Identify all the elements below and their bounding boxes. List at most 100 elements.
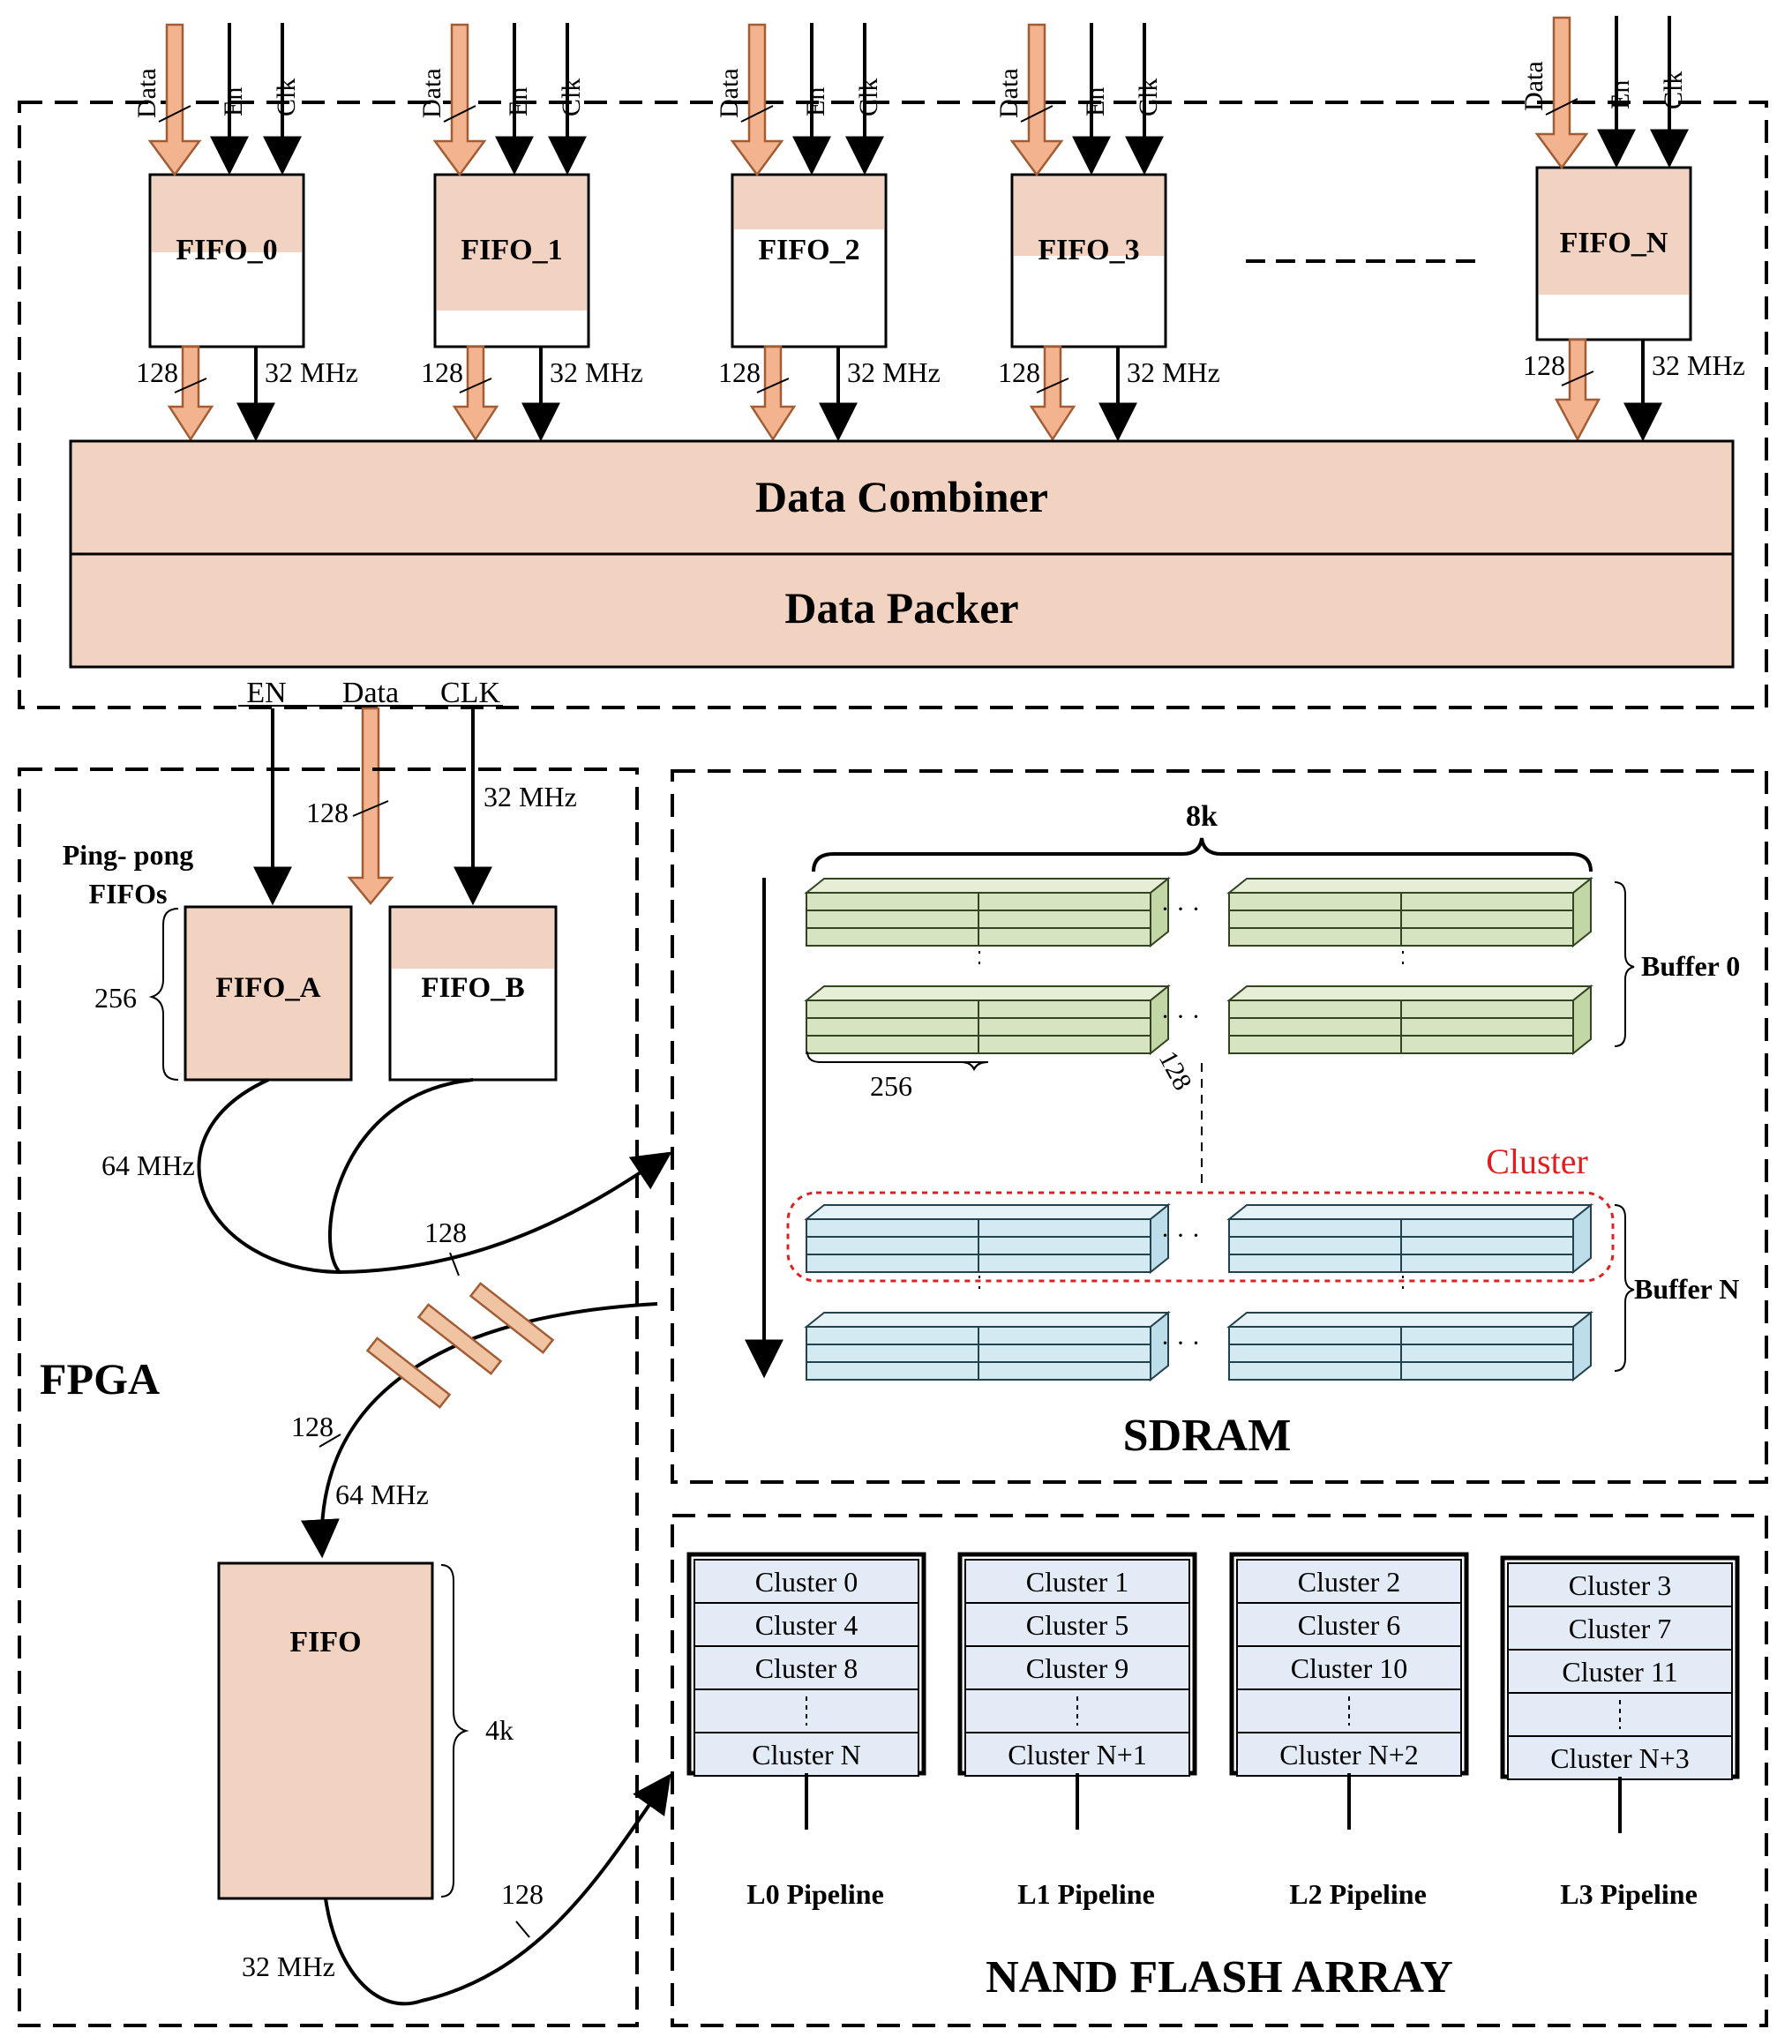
fifo-4k-depth-label: 4k — [485, 1714, 514, 1746]
fifo-output-slash — [459, 378, 492, 393]
fifo-en-input-label: En — [1606, 80, 1635, 109]
merge-width-label: 128 — [424, 1217, 467, 1248]
fifo-en-input-label: En — [504, 87, 533, 116]
nand-row — [1507, 1692, 1733, 1737]
cluster-highlight — [786, 1191, 1615, 1283]
buffer-cell — [806, 910, 979, 929]
cluster-label: Cluster — [1486, 1142, 1588, 1181]
fifo-data-slash — [158, 105, 191, 123]
fifo-label: FIFO_1 — [461, 234, 562, 266]
nand-row — [694, 1688, 919, 1733]
row-ellipsis: · · · — [1161, 895, 1201, 924]
buffer-cell — [806, 1254, 979, 1273]
nand-cluster-label: Cluster 10 — [1291, 1652, 1407, 1684]
fifo-data-output-arrow — [167, 345, 214, 442]
fifo-data-input-arrow — [432, 23, 487, 177]
buffer-cell — [978, 1326, 1151, 1345]
nand-pipeline-label: L1 Pipeline — [1017, 1878, 1155, 1910]
fifo-clk-input-label: Clk — [1134, 79, 1163, 116]
nand-cluster-label: Cluster N+1 — [1008, 1739, 1147, 1771]
buffer-cell — [1228, 1017, 1402, 1037]
bufferN-column-dots — [978, 1276, 1404, 1297]
pingpong-label-1: Ping- pong — [63, 839, 193, 871]
fifo-data-slash — [740, 105, 774, 123]
sdram-label: SDRAM — [1123, 1411, 1292, 1461]
fifo-data-slash — [443, 105, 476, 123]
fifo-output-slash — [174, 378, 207, 393]
fifo-4k — [217, 1561, 434, 1900]
buffer-cell — [978, 927, 1151, 947]
nand-pipeline-label: L0 Pipeline — [746, 1878, 884, 1910]
fifo-clock-label: 32 MHz — [1652, 349, 1745, 381]
fifo-output-slash — [1036, 378, 1069, 393]
fifo-a-label: FIFO_A — [215, 972, 320, 1004]
nand-cluster-label: Cluster 7 — [1569, 1613, 1671, 1644]
data-packer-label: Data Packer — [784, 583, 1018, 633]
buffer-cell — [1400, 892, 1574, 911]
buffer-cell — [978, 1344, 1151, 1363]
nand-row — [694, 1602, 919, 1647]
nand-row — [1236, 1602, 1462, 1647]
nand-row — [1507, 1735, 1733, 1780]
bus-clock-label: 32 MHz — [484, 781, 577, 812]
buffer-cell — [1400, 1361, 1574, 1381]
nand-row — [1236, 1559, 1462, 1604]
nand-cluster-label: Cluster 6 — [1298, 1609, 1400, 1641]
nand-pipeline-label: L2 Pipeline — [1289, 1878, 1427, 1910]
fifo-en-input-label: En — [219, 87, 248, 116]
buffer-cell — [1400, 1035, 1574, 1054]
out-width-slash — [515, 1920, 530, 1938]
cell-width-label: 256 — [870, 1070, 912, 1102]
nand-row — [964, 1559, 1190, 1604]
fifo-a-output-line — [197, 1078, 341, 1274]
fifo-a-depth-brace — [148, 908, 179, 1081]
fifo-label: FIFO_3 — [1038, 234, 1139, 266]
nand-cluster-label: Cluster N+2 — [1279, 1739, 1419, 1771]
fifo-data-input-arrow — [147, 23, 202, 177]
fifo-b-output-line — [328, 1078, 474, 1274]
fifo-data-input-label: Data — [715, 68, 744, 118]
nand-row — [964, 1645, 1190, 1690]
row-ellipsis: · · · — [1161, 1329, 1201, 1358]
cell-depth-label: 128 — [1153, 1046, 1197, 1095]
fifo-width-label: 128 — [718, 356, 761, 388]
nand-cluster-label: Cluster 8 — [755, 1652, 858, 1684]
fifo-output-slash — [756, 378, 790, 393]
buffer-cell — [1400, 1218, 1574, 1238]
buffer-cell — [806, 1326, 979, 1345]
nand-row — [1507, 1606, 1733, 1651]
buffer-cell — [978, 1218, 1151, 1238]
fifo-clk-input-label: Clk — [854, 79, 883, 116]
buffer-cell — [1228, 892, 1402, 911]
buffer-cell — [978, 1254, 1151, 1273]
nand-row — [1236, 1688, 1462, 1733]
buffer-top — [804, 1204, 1171, 1220]
nand-pipeline-label: L3 Pipeline — [1560, 1878, 1698, 1910]
buffer-cell — [806, 892, 979, 911]
fifo-label: FIFO_2 — [758, 234, 859, 266]
bus-data-label: Data — [342, 677, 399, 709]
fifo-data-input-arrow — [1009, 23, 1064, 177]
fifo-data-output-arrow — [452, 345, 499, 442]
fifo-width-label: 128 — [421, 356, 463, 388]
buffer0-brace — [1614, 881, 1635, 1047]
nand-row — [964, 1602, 1190, 1647]
fifo-fill — [1014, 176, 1164, 256]
cell-width-brace-end — [963, 1061, 989, 1070]
fifo-b-label: FIFO_B — [421, 972, 524, 1004]
merge-width-slash — [449, 1252, 460, 1277]
fifo-clock-label: 32 MHz — [550, 356, 643, 388]
out-clock-label: 32 MHz — [242, 1950, 335, 1982]
nand-cluster-label: Cluster 5 — [1026, 1609, 1128, 1641]
buffer-row: · · · — [804, 1310, 1593, 1382]
fifo-data-input-arrow — [730, 23, 784, 177]
fifo-fill — [734, 176, 884, 229]
fifo-output-slash — [1561, 371, 1594, 386]
fifo-data-input-label: Data — [132, 68, 161, 118]
buffer-cell — [1228, 1254, 1402, 1273]
